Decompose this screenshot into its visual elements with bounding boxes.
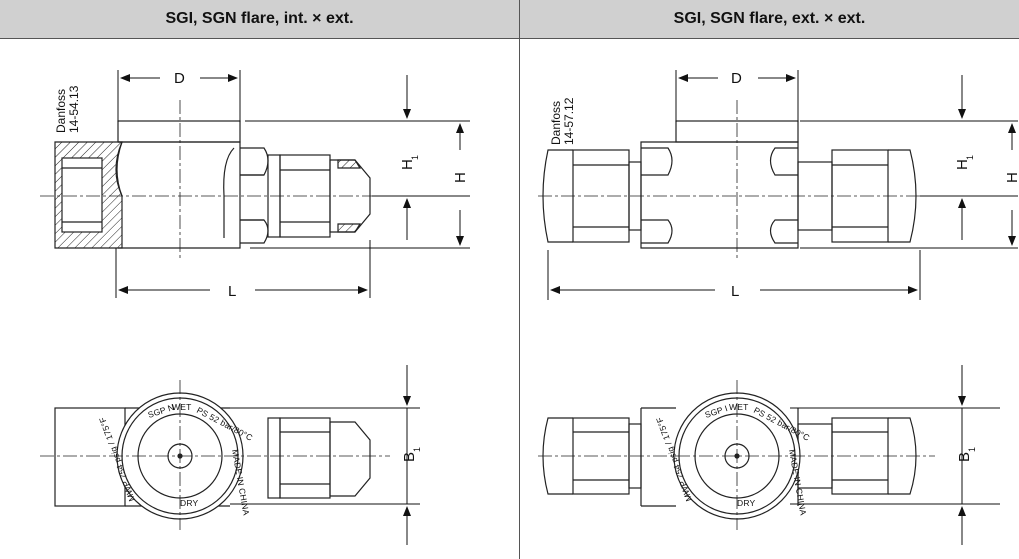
- left-dim-D: D: [174, 70, 185, 87]
- right-dim-H1-sub: 1: [965, 155, 975, 160]
- right-sg-wet: WET: [729, 402, 748, 412]
- right-dim-H1: H: [954, 159, 971, 170]
- header-right: SGI, SGN flare, ext. × ext.: [520, 0, 1019, 39]
- left-dimensions: [115, 70, 470, 298]
- right-label-line2: 14-57.12: [562, 97, 576, 145]
- left-label-line1: Danfoss: [54, 89, 68, 133]
- left-dim-B1-sub: 1: [412, 447, 422, 452]
- left-sg-wet: WET: [172, 402, 191, 412]
- right-dim-B1: B: [956, 452, 973, 462]
- left-sg-dry: DRY: [180, 498, 199, 508]
- right-dimensions: [547, 70, 1018, 300]
- left-top-dimensions: [230, 365, 420, 545]
- right-top-view: [538, 380, 935, 530]
- left-dim-H1-sub: 1: [410, 155, 420, 160]
- left-side-view: [40, 100, 390, 260]
- right-sg-dry: DRY: [737, 498, 756, 508]
- left-dim-H: H: [452, 172, 469, 183]
- column-divider: [519, 0, 520, 559]
- right-side-view: [538, 100, 935, 260]
- right-label-line1: Danfoss: [549, 101, 563, 145]
- left-dim-H1: H: [399, 159, 416, 170]
- header-left: SGI, SGN flare, int. × ext.: [0, 0, 519, 39]
- right-dim-D: D: [731, 70, 742, 87]
- left-label-line2: 14-54.13: [67, 85, 81, 133]
- left-top-view: [40, 380, 390, 530]
- right-dim-H: H: [1004, 172, 1019, 183]
- left-dim-B1: B: [401, 452, 418, 462]
- right-dim-L: L: [731, 283, 739, 300]
- left-dim-L: L: [228, 283, 236, 300]
- right-top-dimensions: [790, 365, 1000, 545]
- right-dim-B1-sub: 1: [967, 447, 977, 452]
